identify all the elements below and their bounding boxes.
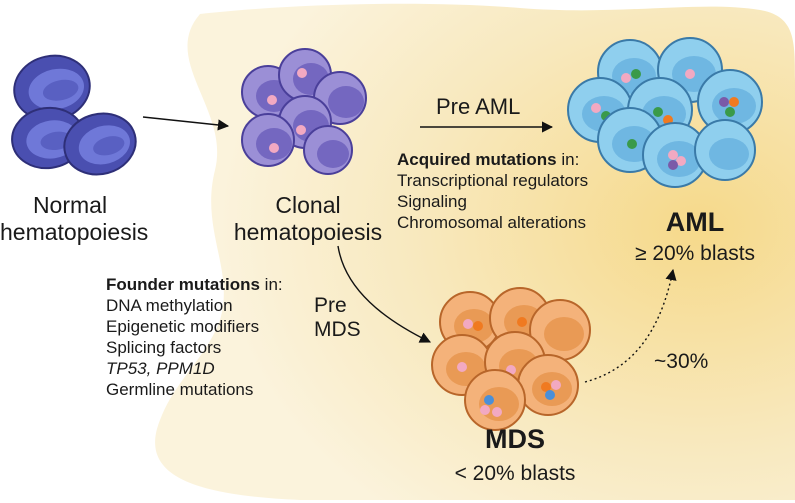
acquired-heading-rest: in: [556,150,580,169]
acquired-mutations-block: Acquired mutations in: Transcriptional r… [397,149,588,233]
normal-cell [63,112,137,176]
aml-title: AML [665,207,725,237]
clonal-line2: hematopoiesis [233,219,383,245]
founder-heading: Founder mutations in: [106,274,283,295]
acquired-heading-bold: Acquired mutations [397,150,557,169]
pre-mds-line1: Pre [314,294,347,317]
acquired-item: Signaling [397,192,467,211]
aml-subtitle: ≥ 20% blasts [634,242,756,265]
progression-label: ~30% [654,350,709,373]
clonal-hematopoiesis-label: Clonal hematopoiesis [228,192,388,246]
acquired-item: Transcriptional regulators [397,171,589,190]
founder-item: Epigenetic modifiers [106,317,260,336]
pre-aml-label: Pre AML [436,94,521,119]
mds-subtitle: < 20% blasts [454,462,576,485]
arrow-mds-to-aml [584,268,677,383]
clonal-line1: Clonal [275,192,341,218]
aml-cells [567,37,763,188]
founder-heading-bold: Founder mutations [106,275,260,294]
clonal-cells [241,48,367,175]
clonal-cell [241,113,295,167]
founder-item: DNA methylation [106,296,233,315]
acquired-heading: Acquired mutations in: [397,149,588,170]
mds-cells [431,287,591,431]
clonal-cell [303,125,353,175]
mds-cell [529,299,591,361]
founder-item: TP53, PPM1D [106,359,215,378]
mds-title: MDS [485,424,545,454]
aml-cell [694,119,756,181]
mds-cell [517,354,579,416]
founder-item: Splicing factors [106,338,222,357]
normal-hematopoiesis-label: Normal hematopoiesis [0,192,149,246]
normal-cell [13,54,91,122]
mds-cell [464,369,526,431]
aml-cell [642,122,708,188]
founder-item: Germline mutations [106,380,254,399]
arrow-pre-mds [337,245,432,343]
normal-line2: hematopoiesis [0,219,149,245]
founder-heading-rest: in: [259,275,283,294]
pre-mds-label: Pre MDS [314,294,361,342]
normal-cells [11,54,137,176]
acquired-item: Chromosomal alterations [397,213,586,232]
pre-mds-line2: MDS [314,318,361,341]
arrow-normal-to-clonal [142,116,230,131]
normal-line1: Normal [32,192,108,218]
founder-mutations-block: Founder mutations in: DNA methylation Ep… [106,274,283,400]
